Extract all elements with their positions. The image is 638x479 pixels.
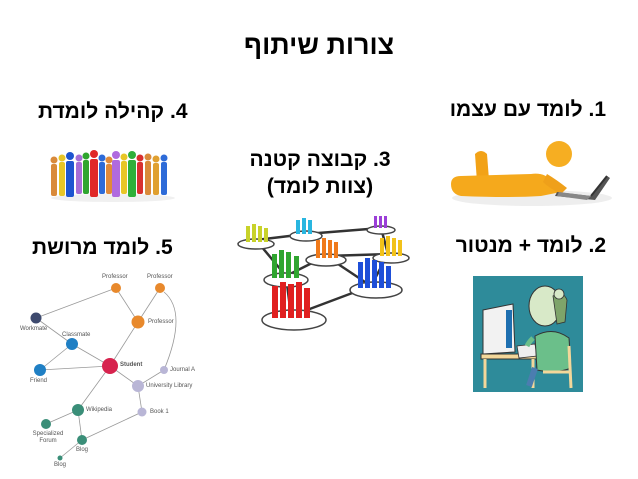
colorful-crowd-icon [48,150,178,202]
connected-small-groups-network-icon [236,216,411,336]
slide-title: צורות שיתוף [243,30,395,60]
learner-network-graph: Professor Professor Professor Workmate C… [12,272,212,472]
item-4-label: 4. קהילה לומדת [38,100,188,123]
node-student: Student [120,362,143,368]
item-5-label: 5. לומד מרושת [32,236,173,259]
node-wikipedia: Wikipedia [86,407,113,413]
node-specialized-forum: Specialized Forum [32,431,64,444]
node-book-1: Book 1 [150,409,169,415]
mentor-over-shoulder-at-computer-icon [473,276,583,392]
node-professor-3: Professor [148,319,174,325]
node-classmate: Classmate [62,332,91,338]
node-university-library: University Library [146,383,193,389]
node-professor-1: Professor [102,274,128,280]
node-professor-2: Professor [147,274,173,280]
item-2-label: 2. לומד + מנטור [455,234,606,257]
node-workmate: Workmate [20,326,48,332]
node-friend: Friend [30,378,48,384]
node-journal-a: Journal A [170,367,196,373]
person-lying-with-laptop-icon [437,132,617,212]
item-3-label-line2: (צוות לומד) [266,175,374,198]
item-1-label: 1. לומד עם עצמו [449,98,606,121]
node-blog-2: Blog [54,462,67,468]
node-blog-1: Blog [76,447,89,453]
item-3-label-line1: 3. קבוצה קטנה [249,148,391,171]
item-3-label: 3. קבוצה קטנה (צוות לומד) [230,146,410,200]
